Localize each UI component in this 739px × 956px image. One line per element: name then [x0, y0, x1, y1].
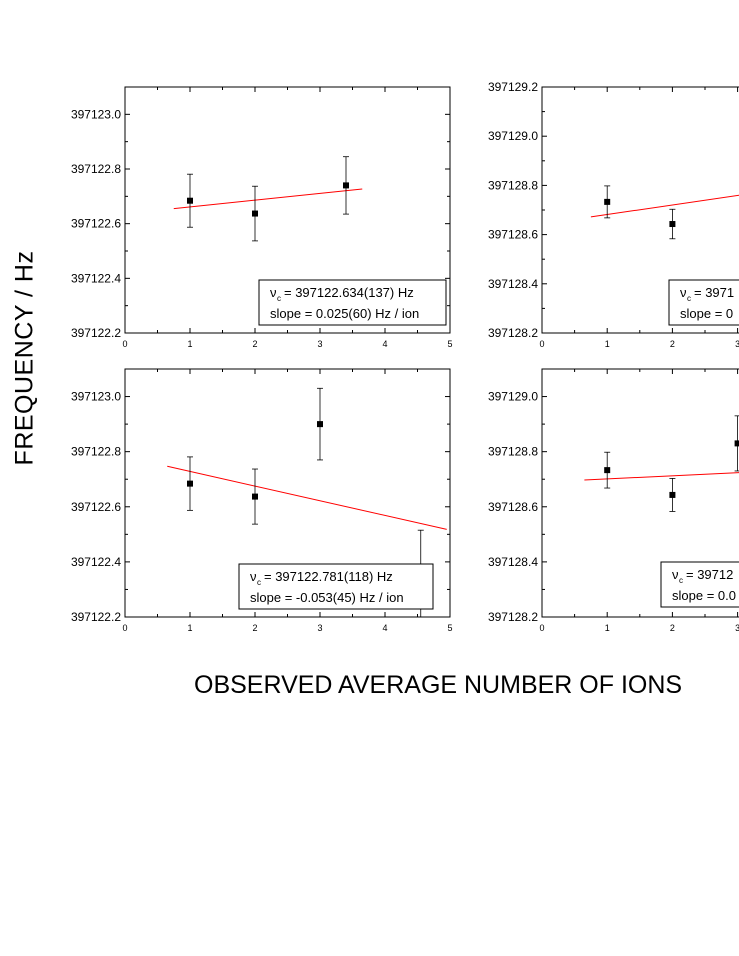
x-tick-label: 3	[735, 339, 739, 349]
nu-value-text: = 3971	[694, 285, 734, 300]
fit-line	[584, 472, 739, 481]
x-tick-label: 3	[317, 339, 322, 349]
x-tick-label: 2	[252, 623, 257, 633]
data-point	[669, 491, 676, 498]
y-tick-label: 397128.6	[488, 228, 538, 242]
data-point	[252, 493, 258, 500]
y-tick-label: 397128.6	[488, 500, 538, 514]
data-point	[343, 182, 349, 189]
x-tick-label: 1	[187, 623, 192, 633]
y-tick-label: 397128.4	[488, 277, 538, 291]
slope-text: slope = 0	[680, 306, 733, 321]
x-tick-label: 5	[447, 339, 452, 349]
nu-value-text: = 397122.634(137) Hz	[284, 285, 414, 300]
x-tick-label: 5	[447, 623, 452, 633]
x-tick-label: 0	[122, 339, 127, 349]
y-tick-label: 397122.2	[71, 610, 121, 624]
y-tick-label: 397129.0	[488, 129, 538, 143]
panel-top-right: 0 1 2 3 397128.2 397128.4 397128.6 397128.8 3971…	[488, 80, 739, 349]
nu-symbol: ν	[672, 567, 679, 582]
data-point-group	[669, 477, 676, 512]
nu-value-text: = 397122.781(118) Hz	[264, 569, 393, 584]
nu-subscript: c	[687, 294, 691, 303]
nu-symbol: ν	[250, 569, 257, 584]
y-tick-label: 397128.8	[488, 178, 538, 192]
fit-result-box	[660, 561, 739, 608]
data-point	[604, 198, 611, 205]
data-point-group	[252, 185, 258, 242]
x-tick-label: 1	[605, 339, 610, 349]
nu-symbol: ν	[680, 285, 687, 300]
data-point-group	[187, 173, 193, 228]
slope-text: slope = -0.053(45) Hz / ion	[250, 590, 404, 605]
x-tick-label: 4	[382, 623, 387, 633]
y-tick-label: 397122.8	[71, 445, 121, 459]
x-tick-label: 3	[317, 623, 322, 633]
y-tick-label: 397123.0	[71, 107, 121, 121]
y-tick-label: 397122.4	[71, 555, 121, 569]
data-point	[317, 421, 323, 428]
x-axis-label: OBSERVED AVERAGE NUMBER OF IONS	[194, 671, 683, 699]
y-tick-label: 397128.2	[488, 326, 538, 340]
x-tick-label: 1	[605, 623, 610, 633]
slope-text: slope = 0.0	[672, 588, 736, 603]
y-tick-label: 397129.2	[488, 80, 538, 94]
x-tick-label: 0	[539, 623, 544, 633]
fit-result-box	[668, 279, 739, 326]
data-point-group	[734, 415, 739, 472]
y-tick-label: 397128.4	[488, 555, 538, 569]
data-point-group	[252, 468, 258, 525]
x-tick-label: 2	[670, 339, 675, 349]
data-point-group	[669, 208, 676, 240]
data-point-group	[343, 156, 349, 215]
nu-subscript: c	[277, 294, 281, 303]
y-axis-label: FREQUENCY / Hz	[10, 250, 39, 466]
y-tick-label: 397128.8	[488, 445, 538, 459]
x-tick-label: 1	[187, 339, 192, 349]
data-point-group	[604, 451, 611, 489]
data-point-group	[604, 185, 611, 219]
panel-top-left: 0 1 2 3 4 5 397122.2 397122.4 397122.6 397122.8 39…	[71, 86, 453, 349]
y-tick-label: 397128.2	[488, 610, 538, 624]
x-tick-label: 2	[252, 339, 257, 349]
fit-line	[590, 194, 739, 218]
y-tick-label: 397123.0	[71, 390, 121, 404]
fit-result-box	[258, 279, 447, 326]
y-tick-label: 397122.6	[71, 500, 121, 514]
x-tick-label: 0	[539, 339, 544, 349]
nu-value-text: = 39712	[686, 567, 733, 582]
x-tick-label: 0	[122, 623, 127, 633]
data-point	[187, 480, 193, 487]
fit-line	[167, 465, 447, 530]
nu-subscript: c	[679, 576, 683, 585]
data-point	[669, 221, 676, 228]
fit-result-box	[238, 563, 434, 610]
nu-symbol: ν	[270, 285, 277, 300]
data-point	[187, 197, 193, 204]
data-point	[734, 440, 739, 447]
y-tick-label: 397122.2	[71, 326, 121, 340]
data-point-group	[317, 387, 323, 461]
x-tick-label: 3	[735, 623, 739, 633]
x-tick-label: 2	[670, 623, 675, 633]
panel-bottom-left: 0 1 2 3 4 5 397122.2 397122.4 397122.6 397122.8 39…	[71, 368, 453, 633]
data-point	[252, 210, 258, 217]
y-tick-label: 397122.6	[71, 217, 121, 231]
x-tick-label: 4	[382, 339, 387, 349]
y-tick-label: 397129.0	[488, 390, 538, 404]
y-tick-label: 397122.4	[71, 271, 121, 285]
slope-text: slope = 0.025(60) Hz / ion	[270, 306, 419, 321]
nu-subscript: c	[257, 578, 261, 587]
y-tick-label: 397122.8	[71, 162, 121, 176]
panel-bottom-right: 0 1 2 3 397128.2 397128.4 397128.6 397128.8 3971…	[488, 368, 739, 633]
data-point	[604, 467, 611, 474]
fit-line	[173, 188, 363, 210]
data-point-group	[187, 456, 193, 511]
